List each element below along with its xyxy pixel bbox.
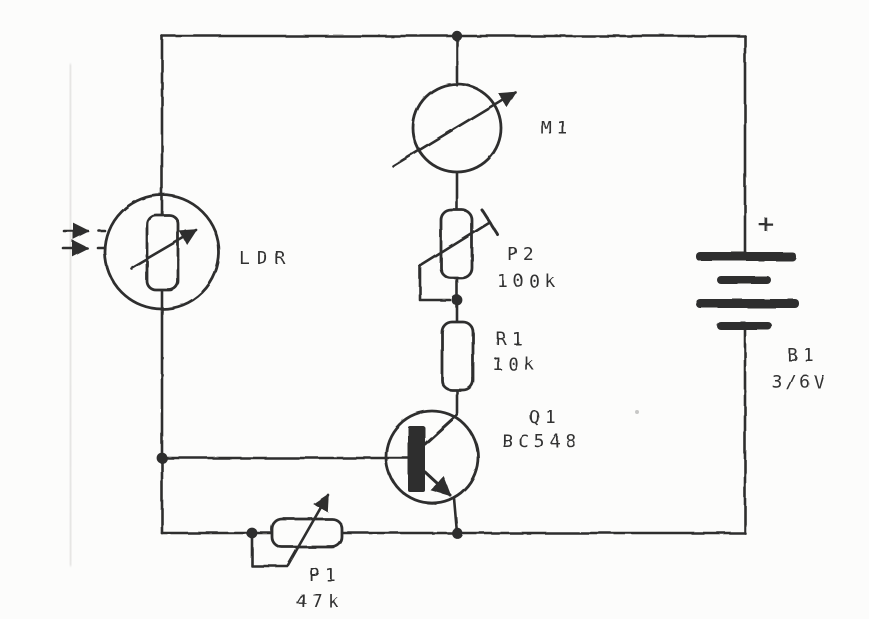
ldr-resistor-body <box>145 213 180 292</box>
junction-dot-top <box>451 30 463 42</box>
m1-label: M1 <box>541 118 573 139</box>
p1-wiper-loop <box>250 531 289 568</box>
light-arrows-icon <box>61 222 107 257</box>
q1-emitter-lead <box>423 470 452 497</box>
trimmer-p2-symbol: P2 100k <box>418 208 560 306</box>
r1-label: R1 <box>496 329 528 350</box>
q1-value: BC548 <box>502 431 581 452</box>
r1-body <box>440 320 475 392</box>
junction-dot-emitter <box>451 527 463 539</box>
p2-label: P2 <box>507 244 539 265</box>
wires <box>160 34 747 535</box>
meter-needle-arrow <box>391 90 517 168</box>
scan-fold-streak <box>68 63 73 567</box>
p2-value: 100k <box>497 271 560 292</box>
ldr-symbol: LDR <box>61 193 293 311</box>
scan-speck <box>635 410 639 414</box>
transistor-q1-symbol: Q1 BC548 <box>156 407 581 539</box>
q1-collector-lead <box>423 413 459 446</box>
battery-b1-symbol: + B1 3/6V <box>696 209 827 393</box>
battery-plus-mark: + <box>758 209 774 240</box>
junction-dot-p2 <box>451 294 463 306</box>
p2-wiper-tbar <box>480 208 500 237</box>
b1-value: 3/6V <box>772 372 827 393</box>
battery-plate-long-1 <box>696 252 796 261</box>
q1-envelope-circle <box>384 409 480 505</box>
meter-circle <box>411 82 503 174</box>
battery-plate-short-2 <box>717 322 772 330</box>
p2-wiper <box>418 221 491 268</box>
junction-dot-p1 <box>246 527 258 539</box>
p2-wiper-loop <box>418 263 452 302</box>
resistor-r1-symbol: R1 10k <box>440 320 540 392</box>
junction-dot-base <box>156 452 168 464</box>
r1-value: 10k <box>492 354 540 375</box>
ldr-diagonal-arrow <box>129 228 198 270</box>
p1-label: P1 <box>309 565 341 586</box>
meter-m1-symbol: M1 <box>391 30 573 174</box>
b1-label: B1 <box>787 345 819 366</box>
q1-base-bar <box>408 426 425 492</box>
potentiometer-p1-symbol: P1 47k <box>246 493 344 612</box>
ldr-envelope-circle <box>103 193 221 311</box>
wire-emitter-drop <box>452 496 459 535</box>
battery-plate-long-2 <box>696 299 799 308</box>
q1-label: Q1 <box>529 407 561 428</box>
p1-value: 47k <box>296 591 344 612</box>
battery-plate-short-1 <box>717 276 771 284</box>
ldr-label: LDR <box>239 248 293 269</box>
p1-wiper-arrow <box>286 493 330 567</box>
